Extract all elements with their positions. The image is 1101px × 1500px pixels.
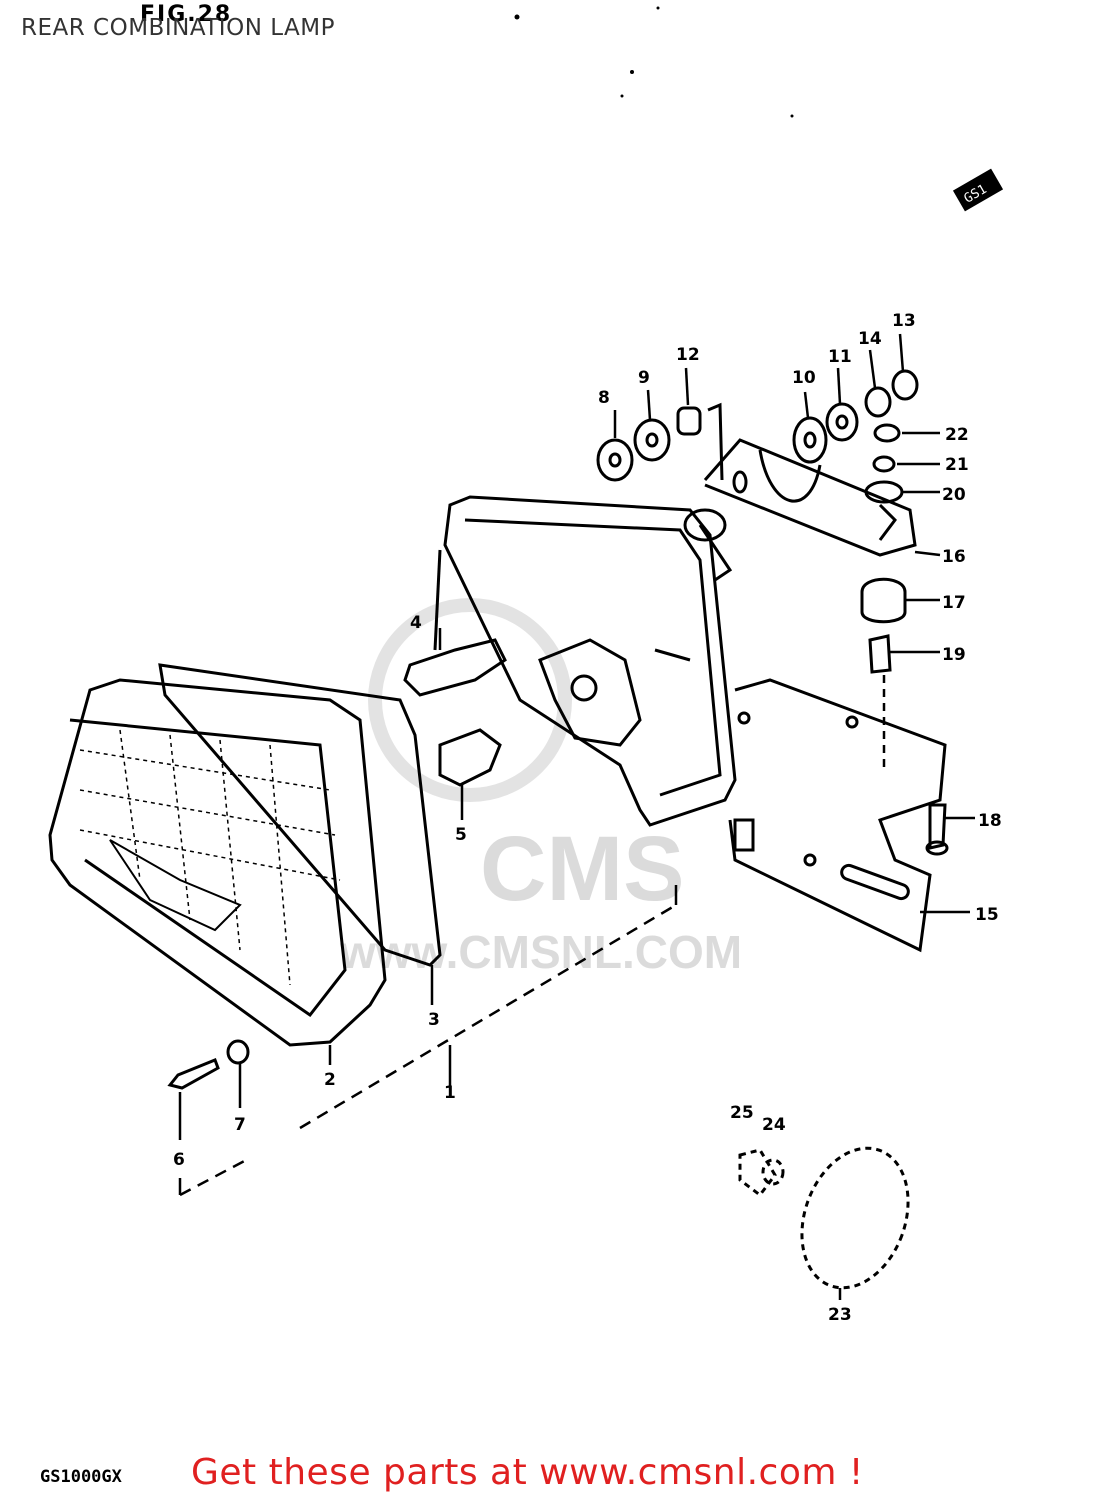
- callout-3: 3: [428, 1010, 440, 1030]
- figure-number: FIG.28: [140, 2, 233, 27]
- lamp-housing: [443, 495, 737, 827]
- watermark-url-text: www.CMSNL.COM: [339, 926, 742, 978]
- washer-10: [792, 416, 828, 464]
- license-lamp: [738, 1146, 910, 1290]
- collar-19: [868, 634, 892, 674]
- callout-16: 16: [942, 547, 966, 567]
- screw-and-nut: [167, 1039, 250, 1090]
- callout-18: 18: [978, 811, 1002, 831]
- callout-17: 17: [942, 593, 966, 613]
- callout-8: 8: [598, 388, 610, 408]
- get-parts-link[interactable]: Get these parts at www.cmsnl.com !: [191, 1452, 864, 1493]
- upper-bracket: [703, 438, 917, 557]
- watermark-logo-ring: [368, 598, 572, 802]
- washer-9: [633, 418, 671, 462]
- callout-10: 10: [792, 368, 816, 388]
- callout-5: 5: [455, 825, 467, 845]
- washer-14: [864, 386, 892, 418]
- washer-11: [825, 402, 859, 442]
- callout-7: 7: [234, 1115, 246, 1135]
- washer-21: [872, 455, 896, 473]
- model-stamp: GS1: [952, 168, 1004, 212]
- callout-12: 12: [676, 345, 700, 365]
- callout-24: 24: [762, 1115, 786, 1135]
- leader-lines: [178, 333, 975, 1300]
- scan-specks: [514, 6, 794, 118]
- nut-7: [226, 1039, 250, 1065]
- callout-20: 20: [942, 485, 966, 505]
- nut-13: [891, 369, 919, 401]
- spacer-12: [676, 406, 702, 436]
- callout-22: 22: [945, 425, 969, 445]
- washer-8: [596, 438, 634, 482]
- gasket-part: [158, 663, 442, 967]
- callout-6: 6: [173, 1150, 185, 1170]
- bolt-18: [928, 803, 947, 850]
- callout-14: 14: [858, 329, 882, 349]
- bulb-socket: [538, 638, 642, 747]
- mounting-plate: [728, 678, 947, 953]
- callout-25: 25: [730, 1103, 754, 1123]
- model-code: GS1000GX: [40, 1467, 122, 1487]
- bulb-4: [403, 549, 507, 697]
- callout-1: 1: [444, 1083, 456, 1103]
- watermark-logo-text: CMS: [480, 818, 684, 920]
- washer-22: [873, 423, 901, 443]
- watermark: CMS www.CMSNL.COM: [339, 598, 742, 978]
- washer-24: [761, 1158, 785, 1186]
- callout-13: 13: [892, 311, 916, 331]
- bulb-5: [438, 728, 502, 787]
- callout-21: 21: [945, 455, 969, 475]
- screw-6: [167, 1058, 220, 1090]
- callout-19: 19: [942, 645, 966, 665]
- hardware-parts: [596, 369, 949, 856]
- callout-9: 9: [638, 368, 650, 388]
- callout-15: 15: [975, 905, 999, 925]
- callout-2: 2: [324, 1070, 336, 1090]
- callout-23: 23: [828, 1305, 852, 1325]
- callout-11: 11: [828, 347, 852, 367]
- lens-part: [48, 678, 387, 1047]
- washer-20: [864, 480, 904, 504]
- license-lens-23: [800, 1146, 910, 1290]
- screw-25: [738, 1148, 777, 1198]
- callout-labels: 1 2 3 4 5 6 7 8 9 10 11 12 13 14 15 16 1…: [173, 311, 1002, 1325]
- page-title: REAR COMBINATION LAMP: [21, 15, 336, 41]
- grommet-17: [860, 577, 907, 624]
- callout-4: 4: [410, 613, 422, 633]
